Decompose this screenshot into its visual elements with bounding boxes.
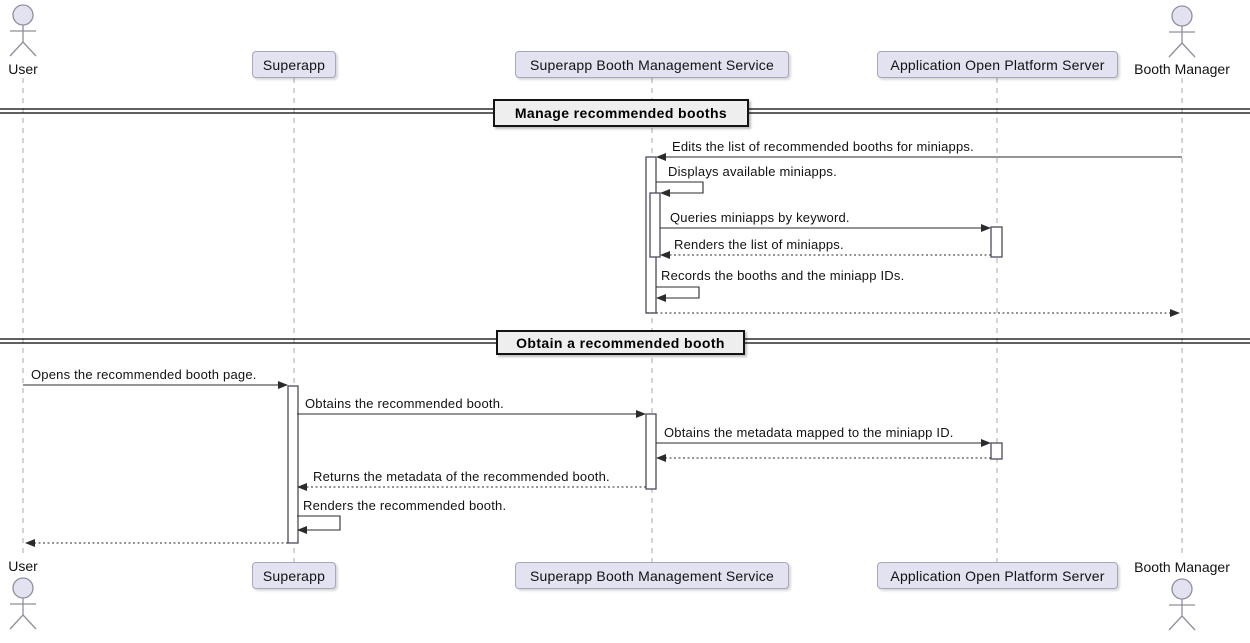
self-message-arrow bbox=[656, 181, 704, 194]
message-label: Renders the recommended booth. bbox=[303, 498, 507, 513]
activation-bar-aops bbox=[990, 442, 1003, 460]
arrowhead-icon bbox=[660, 189, 670, 197]
arrowhead-icon bbox=[656, 294, 666, 302]
arrowhead-icon bbox=[278, 381, 288, 389]
message-label: Queries miniapps by keyword. bbox=[670, 210, 850, 225]
arrowhead-icon bbox=[656, 454, 666, 462]
actor-label-bottom-user: User bbox=[8, 558, 38, 574]
participant-box-bottom-sbms: Superapp Booth Management Service bbox=[515, 562, 789, 589]
message-label: Edits the list of recommended booths for… bbox=[672, 139, 974, 154]
self-message-arrow bbox=[297, 515, 341, 531]
message-label: Returns the metadata of the recommended … bbox=[313, 469, 610, 484]
actor-icon-bottom-manager bbox=[1168, 578, 1196, 631]
message-label: Renders the list of miniapps. bbox=[674, 237, 844, 252]
participant-box-bottom-aops: Application Open Platform Server bbox=[877, 562, 1118, 589]
message-label: Records the booths and the miniapp IDs. bbox=[661, 268, 905, 283]
actor-label-bottom-manager: Booth Manager bbox=[1134, 559, 1230, 575]
participant-box-top-sbms: Superapp Booth Management Service bbox=[515, 51, 789, 78]
participant-box-bottom-superapp: Superapp bbox=[252, 562, 336, 589]
arrowhead-icon bbox=[981, 439, 991, 447]
arrowhead-icon bbox=[297, 526, 307, 534]
actor-icon-top-manager bbox=[1168, 5, 1196, 58]
activation-bar-superapp bbox=[287, 385, 299, 544]
arrowhead-icon bbox=[297, 483, 307, 491]
message-label: Displays available miniapps. bbox=[668, 164, 837, 179]
arrowhead-icon bbox=[656, 153, 666, 161]
arrowhead-icon bbox=[25, 539, 35, 547]
arrowhead-icon bbox=[981, 224, 991, 232]
arrowhead-icon bbox=[1170, 309, 1180, 317]
message-label: Obtains the metadata mapped to the minia… bbox=[664, 425, 954, 440]
activation-bar-aops bbox=[990, 226, 1003, 258]
section-divider: Obtain a recommended booth bbox=[496, 330, 745, 355]
self-message-arrow bbox=[656, 286, 700, 299]
activation-bar-sbms bbox=[645, 413, 657, 490]
actor-label-top-user: User bbox=[8, 61, 38, 77]
actor-label-top-manager: Booth Manager bbox=[1134, 61, 1230, 77]
actor-icon-bottom-user bbox=[9, 577, 37, 630]
activation-bar-sbms-nested bbox=[649, 192, 661, 258]
arrowhead-icon bbox=[636, 410, 646, 418]
actor-icon-top-user bbox=[9, 4, 37, 57]
section-divider: Manage recommended booths bbox=[493, 99, 749, 127]
message-label: Obtains the recommended booth. bbox=[305, 396, 504, 411]
participant-box-top-aops: Application Open Platform Server bbox=[877, 51, 1118, 78]
message-label: Opens the recommended booth page. bbox=[31, 367, 257, 382]
participant-box-top-superapp: Superapp bbox=[252, 51, 336, 78]
arrowhead-icon bbox=[660, 251, 670, 259]
